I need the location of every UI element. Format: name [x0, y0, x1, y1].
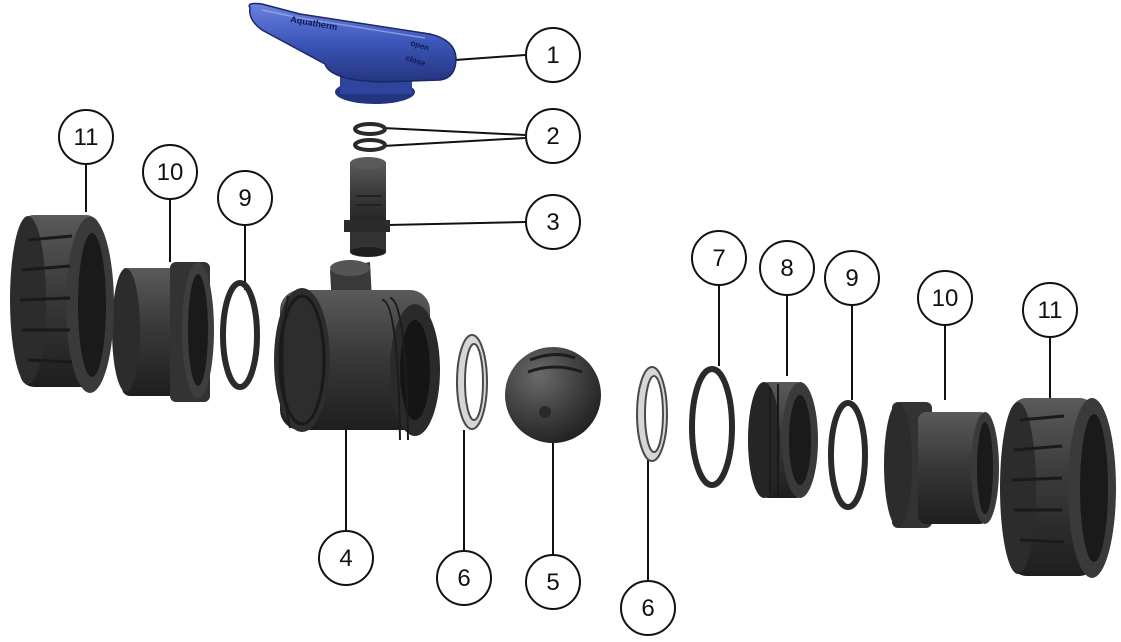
callouts: 1 2 3 4 5 6 6 7	[58, 27, 1078, 636]
leader-2	[382, 127, 526, 147]
seat-ring-left	[456, 334, 488, 430]
callout-leaders	[85, 54, 1051, 582]
callout-6a: 6	[436, 550, 492, 606]
union-nut-left	[10, 215, 114, 393]
callout-1-label: 1	[546, 42, 559, 69]
callout-3: 3	[525, 194, 581, 250]
callout-6b: 6	[620, 580, 676, 636]
callout-11b-label: 11	[1038, 297, 1063, 324]
callout-11a-label: 11	[74, 124, 99, 151]
callout-5-label: 5	[546, 569, 559, 596]
leader-3	[387, 221, 526, 226]
callout-10b: 10	[917, 270, 973, 326]
callout-6a-label: 6	[457, 565, 470, 592]
callout-9a-label: 9	[238, 185, 251, 212]
stem-o-rings	[353, 122, 387, 152]
callout-9a: 9	[217, 170, 273, 226]
callout-5: 5	[525, 554, 581, 610]
ball-part	[505, 347, 601, 443]
stem-part	[344, 157, 390, 257]
callout-1: 1	[525, 27, 581, 83]
callout-10a-label: 10	[157, 159, 184, 186]
callout-9b: 9	[824, 250, 880, 306]
callout-10a: 10	[142, 144, 198, 200]
handle-part: Aquatherm open close	[248, 2, 457, 104]
o-ring-7	[689, 366, 735, 488]
callout-4: 4	[318, 530, 374, 586]
callout-8-label: 8	[780, 255, 793, 282]
leader-1	[454, 54, 526, 61]
callout-11a: 11	[58, 109, 114, 165]
o-ring-9-left	[220, 280, 260, 390]
carrier-part	[748, 382, 818, 498]
union-nut-right	[1000, 398, 1116, 578]
callout-4-label: 4	[339, 545, 352, 572]
callout-9b-label: 9	[845, 265, 858, 292]
callout-11b: 11	[1022, 282, 1078, 338]
tail-piece-right	[884, 402, 999, 528]
callout-8: 8	[759, 240, 815, 296]
callout-2-label: 2	[546, 123, 559, 150]
callout-7: 7	[691, 230, 747, 286]
callout-10b-label: 10	[932, 285, 959, 312]
valve-body-part	[274, 260, 440, 441]
seat-ring-right	[636, 366, 668, 462]
callout-3-label: 3	[546, 209, 559, 236]
callout-7-label: 7	[712, 245, 725, 272]
callout-6b-label: 6	[641, 595, 654, 622]
callout-2: 2	[525, 108, 581, 164]
o-ring-9-right	[828, 400, 868, 510]
tail-piece-left	[112, 262, 214, 402]
